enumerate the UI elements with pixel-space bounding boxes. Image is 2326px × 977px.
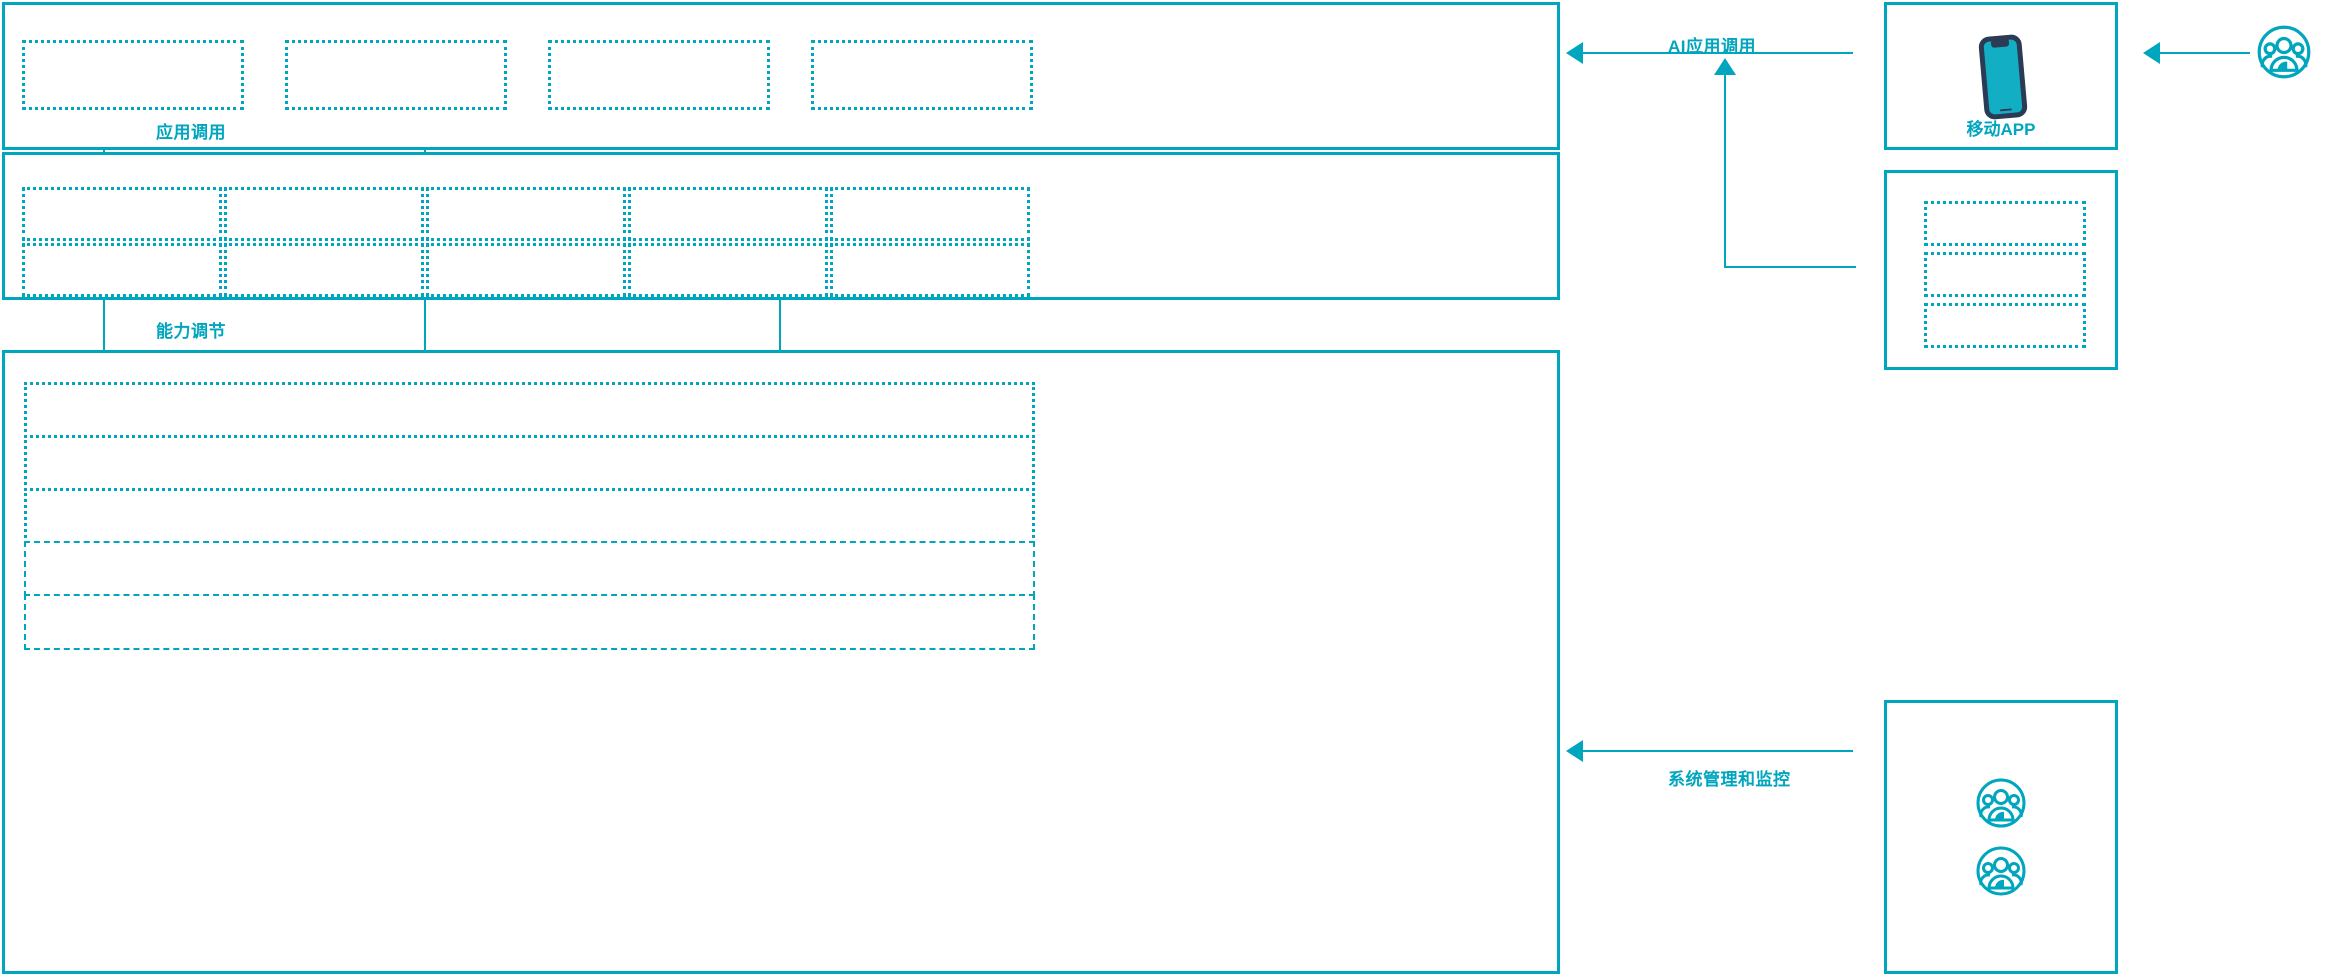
end-user-to-app-arrowhead — [2143, 42, 2160, 64]
channel-slot-1[interactable] — [1924, 201, 2086, 246]
ai-app-invoke-label: AI应用调用 — [1668, 37, 1756, 56]
capability-slot-r1c4[interactable] — [628, 187, 828, 241]
channel-riser-horizontal — [1724, 266, 1856, 268]
system-manage-line — [1583, 750, 1853, 752]
capability-slot-r2c3[interactable] — [426, 243, 626, 297]
system-manage-arrowhead — [1566, 740, 1583, 762]
capability-slot-r1c3[interactable] — [426, 187, 626, 241]
end-user-actor-icon — [2256, 24, 2312, 85]
capability-slot-r2c4[interactable] — [628, 243, 828, 297]
channel-slot-2[interactable] — [1924, 252, 2086, 297]
operations-card — [1884, 700, 2118, 974]
users-group-icon-operations-1 — [1975, 777, 2027, 834]
application-slot-4[interactable] — [811, 40, 1033, 110]
end-user-to-app-line — [2160, 52, 2250, 54]
channel-slot-3[interactable] — [1924, 303, 2086, 348]
platform-row-4[interactable] — [24, 541, 1035, 597]
platform-row-1[interactable] — [24, 382, 1035, 438]
platform-row-5[interactable] — [24, 594, 1035, 650]
capability-adjust-connector-2 — [424, 300, 426, 354]
application-slot-1[interactable] — [22, 40, 244, 110]
channel-riser-arrowhead — [1714, 58, 1736, 75]
mobile-app-caption: 移动APP — [1966, 120, 2036, 139]
capability-adjust-connector-1 — [103, 300, 105, 354]
capability-slot-r2c1[interactable] — [22, 243, 222, 297]
platform-row-2[interactable] — [24, 435, 1035, 491]
system-manage-label: 系统管理和监控 — [1668, 770, 1791, 789]
mobile-phone-icon — [1970, 33, 2036, 126]
app-invoke-label: 应用调用 — [156, 123, 226, 142]
ai-app-invoke-line — [1583, 52, 1853, 54]
capability-slot-r1c5[interactable] — [830, 187, 1030, 241]
application-slot-3[interactable] — [548, 40, 770, 110]
capability-slot-r1c1[interactable] — [22, 187, 222, 241]
capability-slot-r1c2[interactable] — [224, 187, 424, 241]
platform-row-3[interactable] — [24, 488, 1035, 544]
capability-slot-r2c2[interactable] — [224, 243, 424, 297]
capability-adjust-connector-3 — [779, 300, 781, 354]
capability-adjust-label: 能力调节 — [156, 322, 226, 341]
application-slot-2[interactable] — [285, 40, 507, 110]
ai-app-invoke-arrowhead — [1566, 42, 1583, 64]
application-layer-panel — [2, 2, 1560, 150]
channel-riser-vertical — [1724, 75, 1726, 268]
capability-slot-r2c5[interactable] — [830, 243, 1030, 297]
users-group-icon-operations-2 — [1975, 845, 2027, 902]
